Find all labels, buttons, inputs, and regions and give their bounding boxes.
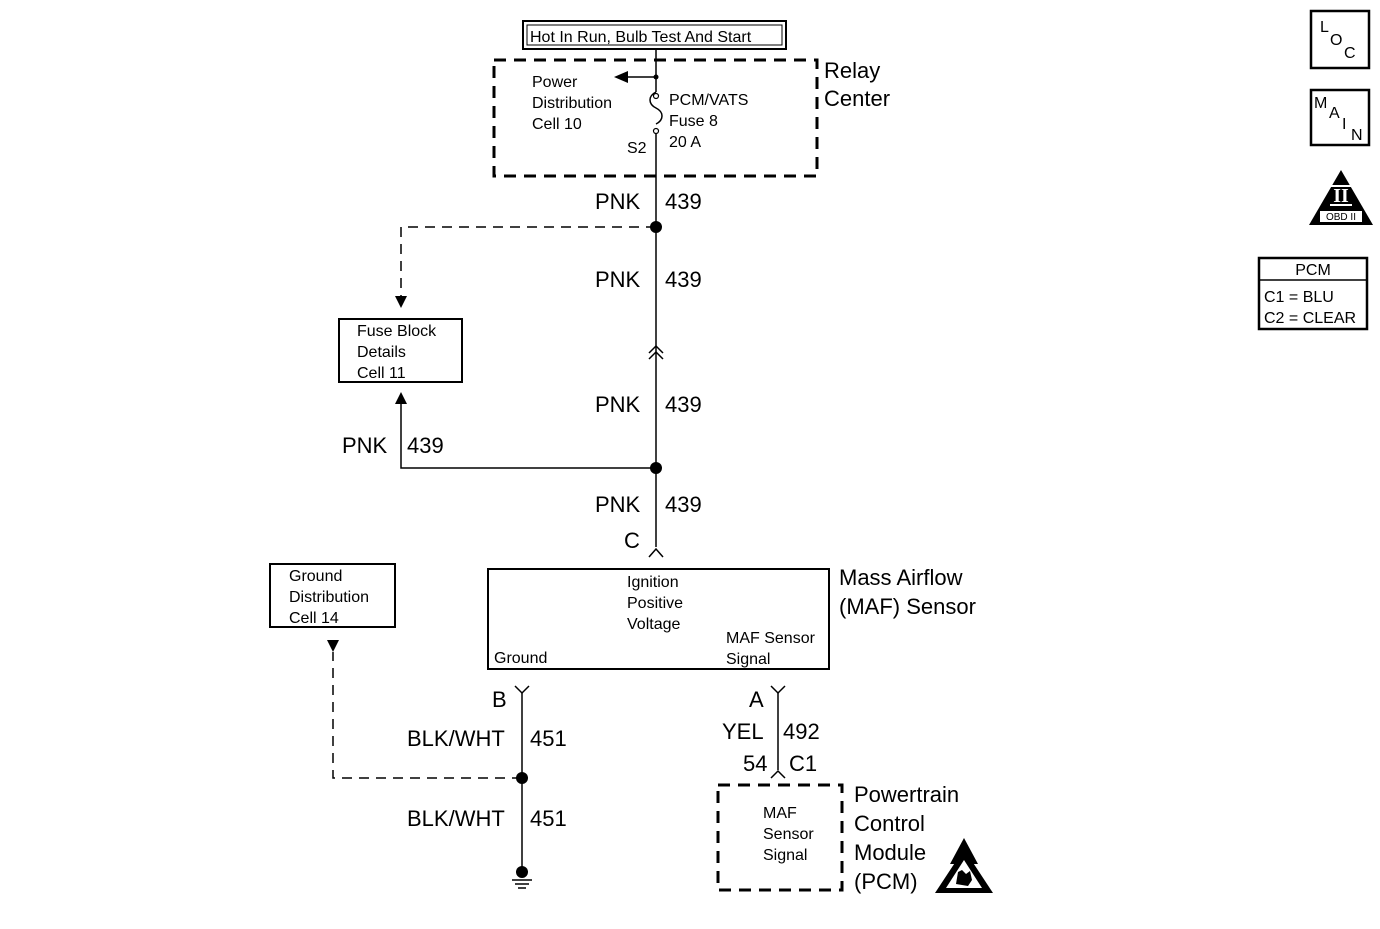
svg-text:BLK/WHT: BLK/WHT (407, 726, 505, 751)
wire-label-pnk-3: PNK 439 (595, 392, 702, 417)
svg-text:451: 451 (530, 806, 567, 831)
maf-ignition-line1: Ignition (627, 574, 679, 591)
esd-warning-icon (935, 838, 993, 893)
svg-text:II: II (1333, 185, 1349, 207)
wire-label-pnk-2: PNK 439 (595, 267, 702, 292)
connector-b-label: B (492, 687, 507, 712)
pcm-pin-label: 54 C1 (743, 751, 817, 776)
power-distribution-line2: Distribution (532, 95, 612, 112)
fuse-block-arrow-up-icon (395, 392, 407, 404)
ground-icon (512, 866, 532, 889)
connector-a-icon (770, 685, 786, 695)
connector-c1-icon (770, 769, 786, 779)
maf-ignition-line3: Voltage (627, 616, 680, 633)
pcm-box (716, 783, 844, 892)
fuse-block-solid-wire (400, 404, 656, 469)
pcm-legend-c1: C1 = BLU (1264, 289, 1334, 306)
fuse-block-arrow-down-icon (395, 296, 407, 308)
wire-label-pnk-4: PNK 439 (595, 492, 702, 517)
power-distribution-arrow-icon (614, 71, 628, 83)
svg-text:A: A (1329, 105, 1340, 122)
obd-ii-icon[interactable]: II OBD II (1309, 170, 1373, 225)
svg-text:OBD II: OBD II (1326, 212, 1356, 223)
loc-icon[interactable]: L O C (1309, 9, 1371, 70)
svg-text:439: 439 (407, 433, 444, 458)
ground-distribution-arrow-icon (327, 640, 339, 652)
maf-sensor-box (487, 568, 830, 670)
power-source-box: Hot In Run, Bulb Test And Start (522, 20, 787, 50)
svg-text:Distribution: Distribution (289, 589, 369, 606)
relay-center-label-1: Relay (824, 58, 880, 83)
source-node (653, 74, 659, 80)
svg-text:M: M (1314, 95, 1327, 112)
svg-text:Fuse Block: Fuse Block (357, 323, 437, 340)
svg-text:C: C (1344, 45, 1356, 62)
svg-text:439: 439 (665, 267, 702, 292)
maf-signal-line2: Signal (726, 651, 770, 668)
svg-text:Details: Details (357, 344, 406, 361)
svg-text:492: 492 (783, 719, 820, 744)
connector-c-icon (648, 547, 664, 558)
svg-text:439: 439 (665, 392, 702, 417)
svg-text:439: 439 (665, 492, 702, 517)
svg-text:I: I (1342, 116, 1346, 133)
ground-distribution-dashed-wire (332, 652, 522, 779)
svg-text:451: 451 (530, 726, 567, 751)
svg-text:Cell 11: Cell 11 (357, 365, 406, 382)
svg-text:PNK: PNK (595, 392, 641, 417)
pcm-legend-title: PCM (1295, 262, 1331, 279)
svg-text:PNK: PNK (595, 189, 641, 214)
inline-connector-icon (648, 350, 664, 360)
pcm-box-line3: Signal (763, 847, 807, 864)
pcm-box-line2: Sensor (763, 826, 814, 843)
fuse-label-line2: Fuse 8 (669, 113, 718, 130)
svg-text:BLK/WHT: BLK/WHT (407, 806, 505, 831)
fuse-block-box: Fuse Block Details Cell 11 (338, 318, 463, 383)
power-distribution-line1: Power (532, 74, 578, 91)
wire-label-blk-2: BLK/WHT 451 (407, 806, 567, 831)
pcm-legend-c2: C2 = CLEAR (1264, 310, 1356, 327)
svg-text:Ground: Ground (289, 568, 342, 585)
wire-label-pnk-1: PNK 439 (595, 189, 702, 214)
splice-s2-label: S2 (627, 140, 647, 157)
maf-signal-line1: MAF Sensor (726, 630, 816, 647)
pcm-name-line1: Powertrain (854, 782, 959, 807)
maf-ground-label: Ground (494, 650, 547, 667)
fuse-label-line3: 20 A (669, 134, 701, 151)
maf-sensor-name-2: (MAF) Sensor (839, 594, 976, 619)
svg-text:N: N (1351, 127, 1363, 144)
pcm-name-line4: (PCM) (854, 869, 918, 894)
wire-label-yel: YEL 492 (722, 719, 820, 744)
svg-text:O: O (1330, 32, 1342, 49)
wire-label-pnk-branch: PNK 439 (342, 433, 444, 458)
svg-text:439: 439 (665, 189, 702, 214)
fuse-icon (649, 91, 663, 125)
fuse-label-line1: PCM/VATS (669, 92, 748, 109)
svg-text:L: L (1320, 19, 1329, 36)
pcm-box-line1: MAF (763, 805, 797, 822)
pcm-name-line2: Control (854, 811, 925, 836)
main-icon[interactable]: M A I N (1309, 88, 1371, 147)
fuse-block-dashed-wire (400, 226, 656, 296)
connector-b-icon (514, 685, 530, 695)
ground-distribution-box: Ground Distribution Cell 14 (269, 563, 396, 628)
maf-sensor-name-1: Mass Airflow (839, 565, 963, 590)
pcm-name-line3: Module (854, 840, 926, 865)
svg-text:Cell 14: Cell 14 (289, 610, 339, 627)
pcm-connector-legend: PCM C1 = BLU C2 = CLEAR (1257, 256, 1369, 331)
connector-a-label: A (749, 687, 764, 712)
connector-c-label: C (624, 528, 640, 553)
maf-ignition-line2: Positive (627, 595, 683, 612)
svg-text:PNK: PNK (595, 267, 641, 292)
svg-text:PNK: PNK (595, 492, 641, 517)
power-source-label: Hot In Run, Bulb Test And Start (530, 29, 752, 46)
svg-text:C1: C1 (789, 751, 817, 776)
wire-label-blk-1: BLK/WHT 451 (407, 726, 567, 751)
relay-center-label-2: Center (824, 86, 890, 111)
svg-text:YEL: YEL (722, 719, 764, 744)
svg-text:PNK: PNK (342, 433, 388, 458)
svg-text:54: 54 (743, 751, 767, 776)
power-distribution-line3: Cell 10 (532, 116, 582, 133)
